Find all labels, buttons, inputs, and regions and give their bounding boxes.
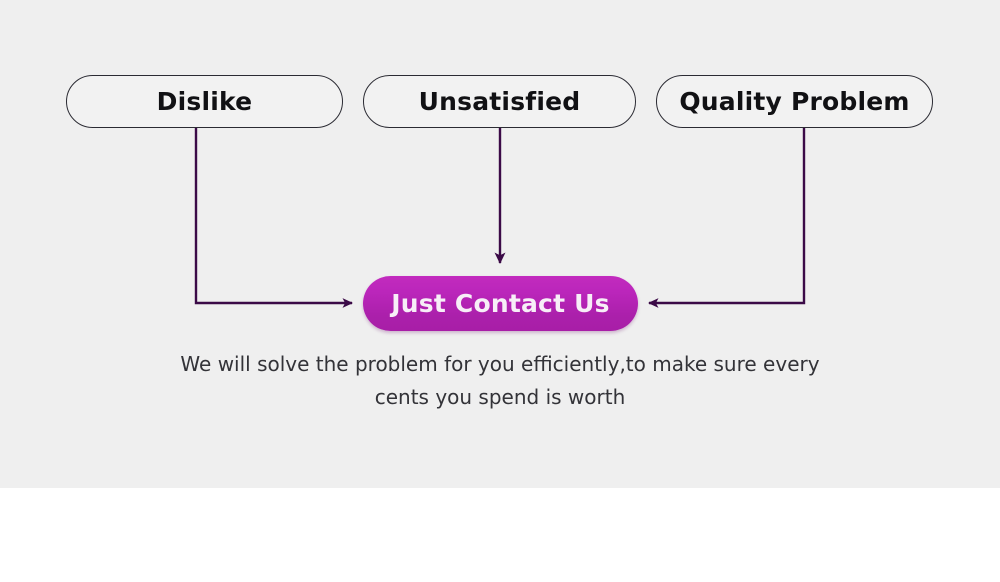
node-quality-problem-label: Quality Problem: [679, 87, 910, 116]
caption-text: We will solve the problem for you effici…: [140, 348, 860, 414]
node-dislike-label: Dislike: [156, 87, 253, 116]
caption-line-2: cents you spend is worth: [374, 385, 626, 409]
just-contact-us-button[interactable]: Just Contact Us: [363, 276, 638, 331]
caption-line-1: We will solve the problem for you effici…: [180, 352, 820, 376]
node-quality-problem[interactable]: Quality Problem: [656, 75, 933, 128]
panel-background: [0, 0, 1000, 488]
node-dislike[interactable]: Dislike: [66, 75, 343, 128]
node-unsatisfied[interactable]: Unsatisfied: [363, 75, 636, 128]
node-unsatisfied-label: Unsatisfied: [418, 87, 581, 116]
just-contact-us-label: Just Contact Us: [391, 289, 610, 318]
